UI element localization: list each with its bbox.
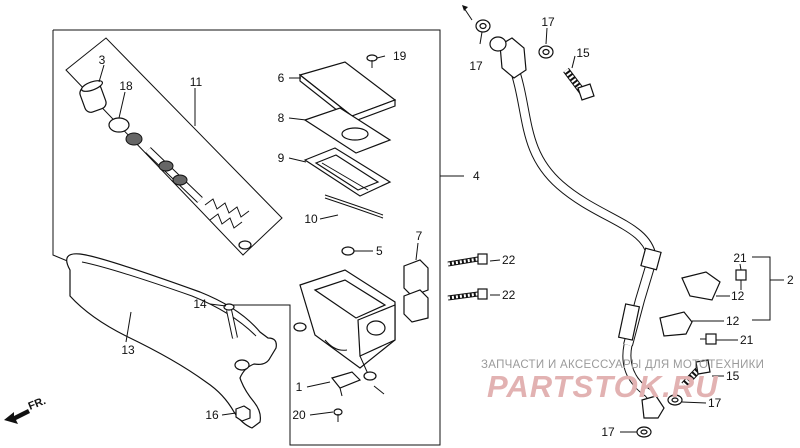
spring-part <box>204 198 252 250</box>
callout-4: 4 <box>473 169 480 183</box>
arrow-pointer <box>373 385 385 395</box>
callout-13: 13 <box>121 343 135 357</box>
callout-1: 1 <box>296 380 303 394</box>
callout-16: 16 <box>205 408 219 422</box>
callout-17-top: 17 <box>469 59 483 73</box>
clamp-screw-5-part <box>341 246 364 256</box>
callout-10: 10 <box>304 212 318 226</box>
callout-6: 6 <box>278 71 285 85</box>
callout-2: 2 <box>787 273 794 287</box>
piston-part <box>145 147 203 203</box>
float-part <box>324 194 384 219</box>
callout-19: 19 <box>393 49 407 63</box>
callout-20: 20 <box>292 408 306 422</box>
bolt-21-upper-part <box>735 269 747 290</box>
bolt-22-lower-part <box>447 288 488 301</box>
callout-2-bracket <box>752 256 771 321</box>
callout-9: 9 <box>278 151 285 165</box>
hose-clamp-lower-part <box>659 311 693 337</box>
callout-12-lower: 12 <box>726 314 740 328</box>
master-cylinder-body-part <box>293 269 396 381</box>
callout-11: 11 <box>190 75 203 89</box>
screw-19-part <box>366 54 378 68</box>
callout-8: 8 <box>278 111 285 125</box>
bolt-15-top-part <box>563 67 595 101</box>
callout-21-upper: 21 <box>733 251 747 265</box>
callout-22-upper: 22 <box>502 253 516 267</box>
set-plate-part <box>303 107 392 154</box>
callout-21-lower: 21 <box>740 333 754 347</box>
hose-clamp-upper-part <box>681 271 721 301</box>
washer-part <box>125 132 143 146</box>
callout-14: 14 <box>193 297 207 311</box>
bolt-22-upper-part <box>447 253 488 267</box>
callout-numbers: 3 18 11 6 8 9 10 19 5 7 4 1 20 14 13 16 … <box>99 15 794 439</box>
brake-hose-part <box>499 37 665 419</box>
leader-lines <box>98 27 742 433</box>
diaphragm-part <box>303 147 392 197</box>
washer-17-top-part <box>475 19 491 33</box>
callout-22-lower: 22 <box>502 288 516 302</box>
switch-1-part <box>330 371 362 397</box>
callout-17-bottom: 17 <box>708 396 722 410</box>
top-arrow-icon <box>462 5 473 21</box>
bolt-21-lower-part <box>700 333 717 345</box>
watermark-tagline: ЗАПЧАСТИ И АКСЕССУАРЫ ДЛЯ МОТОТЕХНИКИ <box>481 359 764 371</box>
bolt-15-bottom-part <box>681 359 711 388</box>
nut-16-part <box>235 405 251 422</box>
screw-20-part <box>333 408 343 422</box>
callout-5: 5 <box>376 244 383 258</box>
pivot-bolt-14-part <box>223 303 238 339</box>
washer-17-right-part <box>538 45 554 59</box>
callout-3: 3 <box>99 53 106 67</box>
circlip-part <box>108 117 130 133</box>
washer-17-lowest-part <box>636 426 652 438</box>
holder-7-part <box>403 259 429 323</box>
callout-7: 7 <box>416 229 423 243</box>
callout-15-bottom: 15 <box>726 369 740 383</box>
washer-17-bottom-part <box>667 394 683 406</box>
callout-15-top: 15 <box>576 46 590 60</box>
watermark-logo: PARTSTOK.RU <box>487 369 719 404</box>
brake-lever-part <box>66 253 277 429</box>
callout-17-lowest: 17 <box>601 425 615 439</box>
callout-17-right: 17 <box>541 15 555 29</box>
piston-kit-box <box>65 37 283 256</box>
piston-cap-part <box>79 80 107 113</box>
forward-label: FR. <box>27 395 48 413</box>
callout-12-upper: 12 <box>731 289 745 303</box>
forward-arrow-icon <box>4 409 30 424</box>
bolt-17-part <box>489 36 507 52</box>
callout-18: 18 <box>119 79 133 93</box>
